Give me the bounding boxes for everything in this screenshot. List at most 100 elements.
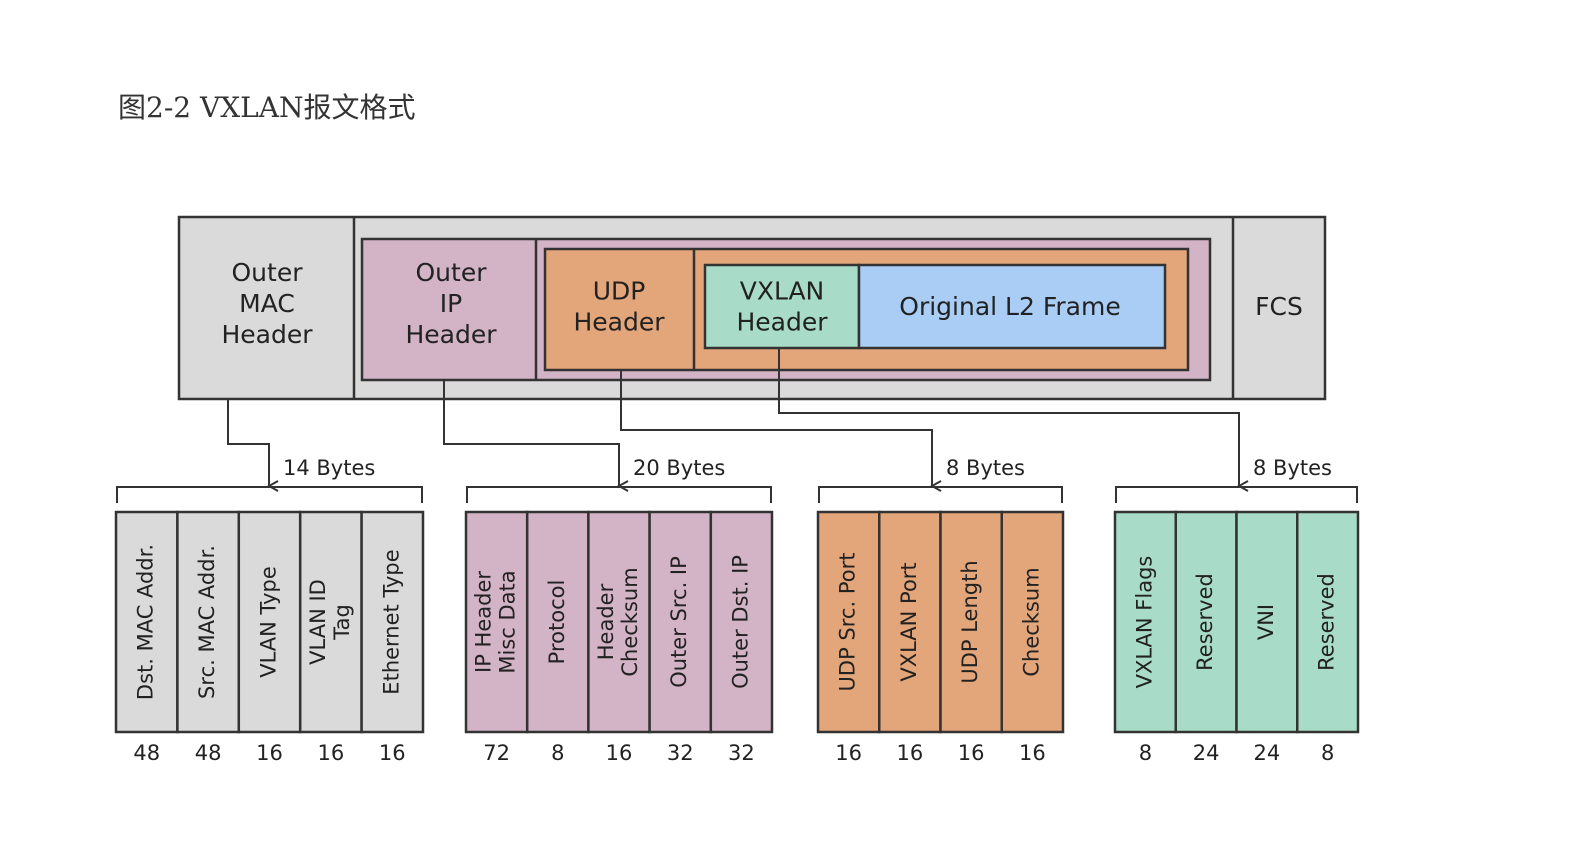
vxlan-header-block xyxy=(703,263,861,350)
field-cell xyxy=(587,510,651,734)
field-bit-width: 24 xyxy=(1193,741,1220,765)
field-label-group: Src. MAC Addr. xyxy=(195,545,219,699)
field-cell xyxy=(525,510,590,734)
field-label-group: UDP Src. Port xyxy=(836,553,860,692)
field-cell xyxy=(237,510,302,734)
field-label-group: Outer Src. IP xyxy=(667,556,691,688)
outer-mac-header-label: Header xyxy=(221,320,313,349)
field-label: Reserved xyxy=(1193,573,1217,671)
field-cell xyxy=(1000,510,1065,734)
field-bit-width: 32 xyxy=(667,741,694,765)
original-l2-frame-label: Original L2 Frame xyxy=(899,292,1120,321)
field-label: IP Header xyxy=(472,571,496,673)
field-label: Src. MAC Addr. xyxy=(195,545,219,699)
field-bit-width: 8 xyxy=(551,741,564,765)
field-bit-width: 16 xyxy=(958,741,985,765)
field-label: Dst. MAC Addr. xyxy=(134,544,158,700)
field-cell xyxy=(1113,510,1177,734)
field-cell xyxy=(1296,510,1360,734)
field-label: VLAN ID xyxy=(306,579,330,665)
field-label: Outer Src. IP xyxy=(667,556,691,688)
field-label: Checksum xyxy=(1019,567,1043,676)
byte-bracket xyxy=(466,486,772,503)
field-label: Header xyxy=(594,583,618,660)
field-label-group: VNI xyxy=(1254,604,1278,640)
field-bit-width: 16 xyxy=(1019,741,1046,765)
outer-mac-header-label: Outer xyxy=(232,258,304,287)
field-bit-width: 48 xyxy=(133,741,160,765)
field-label-group: VXLAN Port xyxy=(897,562,921,681)
udp-header-label: Header xyxy=(573,308,665,337)
connector-udp xyxy=(620,370,932,486)
field-label-group: VLAN Type xyxy=(257,566,281,678)
field-bit-width: 48 xyxy=(195,741,222,765)
vxlan-header-label: VXLAN xyxy=(740,277,825,306)
field-bit-width: 16 xyxy=(318,741,345,765)
field-label-group: VXLAN Flags xyxy=(1132,556,1156,689)
field-cell xyxy=(360,510,425,734)
figure-caption: 图2-2 VXLAN报文格式 xyxy=(118,91,416,124)
field-label-group: Dst. MAC Addr. xyxy=(134,544,158,700)
connector-ip xyxy=(443,380,619,486)
field-bit-width: 16 xyxy=(379,741,406,765)
vxlan-header-label: Header xyxy=(736,308,828,337)
field-bit-width: 72 xyxy=(483,741,510,765)
field-cell xyxy=(709,510,774,734)
field-label-group: Protocol xyxy=(545,580,569,665)
field-label: Reserved xyxy=(1315,573,1339,671)
fcs-label: FCS xyxy=(1255,292,1303,321)
field-label: Ethernet Type xyxy=(379,549,403,694)
field-bit-width: 16 xyxy=(897,741,924,765)
connector-mac xyxy=(227,399,269,486)
byte-count-label: 20 Bytes xyxy=(633,456,725,480)
field-cell xyxy=(1235,510,1299,734)
field-bit-width: 24 xyxy=(1254,741,1281,765)
field-label: VNI xyxy=(1254,604,1278,640)
field-bit-width: 8 xyxy=(1321,741,1334,765)
byte-count-label: 14 Bytes xyxy=(283,456,375,480)
byte-bracket xyxy=(116,486,423,503)
field-bit-width: 16 xyxy=(835,741,862,765)
field-cell xyxy=(298,510,363,734)
field-cell xyxy=(114,510,179,734)
outer-mac-header-label: MAC xyxy=(239,289,295,318)
field-label-group: Reserved xyxy=(1315,573,1339,671)
field-label: VLAN Type xyxy=(257,566,281,678)
field-label: Outer Dst. IP xyxy=(728,555,752,689)
field-label: VXLAN Port xyxy=(897,562,921,681)
field-cell xyxy=(464,510,529,734)
field-bit-width: 32 xyxy=(728,741,755,765)
byte-bracket xyxy=(1115,486,1358,503)
field-label-group: Outer Dst. IP xyxy=(728,555,752,689)
byte-bracket xyxy=(818,486,1063,503)
field-label-group: Ethernet Type xyxy=(379,549,403,694)
field-label-group: Checksum xyxy=(1019,567,1043,676)
byte-count-label: 8 Bytes xyxy=(946,456,1025,480)
field-cell xyxy=(176,510,241,734)
field-label: UDP Src. Port xyxy=(836,553,860,692)
udp-header-label: UDP xyxy=(593,277,646,306)
field-bit-width: 16 xyxy=(606,741,633,765)
field-label: VXLAN Flags xyxy=(1132,556,1156,689)
field-cell xyxy=(648,510,713,734)
field-cell xyxy=(816,510,881,734)
field-label: Checksum xyxy=(618,567,642,676)
outer-ip-header-label: Header xyxy=(405,320,497,349)
field-label: Tag xyxy=(330,604,354,641)
field-label: Protocol xyxy=(545,580,569,665)
field-label-group: Reserved xyxy=(1193,573,1217,671)
field-label: UDP Length xyxy=(958,560,982,683)
outer-ip-header-label: IP xyxy=(440,289,462,318)
field-label: Misc Data xyxy=(496,570,520,673)
field-label-group: UDP Length xyxy=(958,560,982,683)
original-l2-frame-block xyxy=(857,263,1167,350)
field-bit-width: 8 xyxy=(1139,741,1152,765)
field-bit-width: 16 xyxy=(256,741,283,765)
field-cell xyxy=(1174,510,1238,734)
field-cell xyxy=(939,510,1003,734)
outer-ip-header-label: Outer xyxy=(416,258,488,287)
byte-count-label: 8 Bytes xyxy=(1253,456,1332,480)
